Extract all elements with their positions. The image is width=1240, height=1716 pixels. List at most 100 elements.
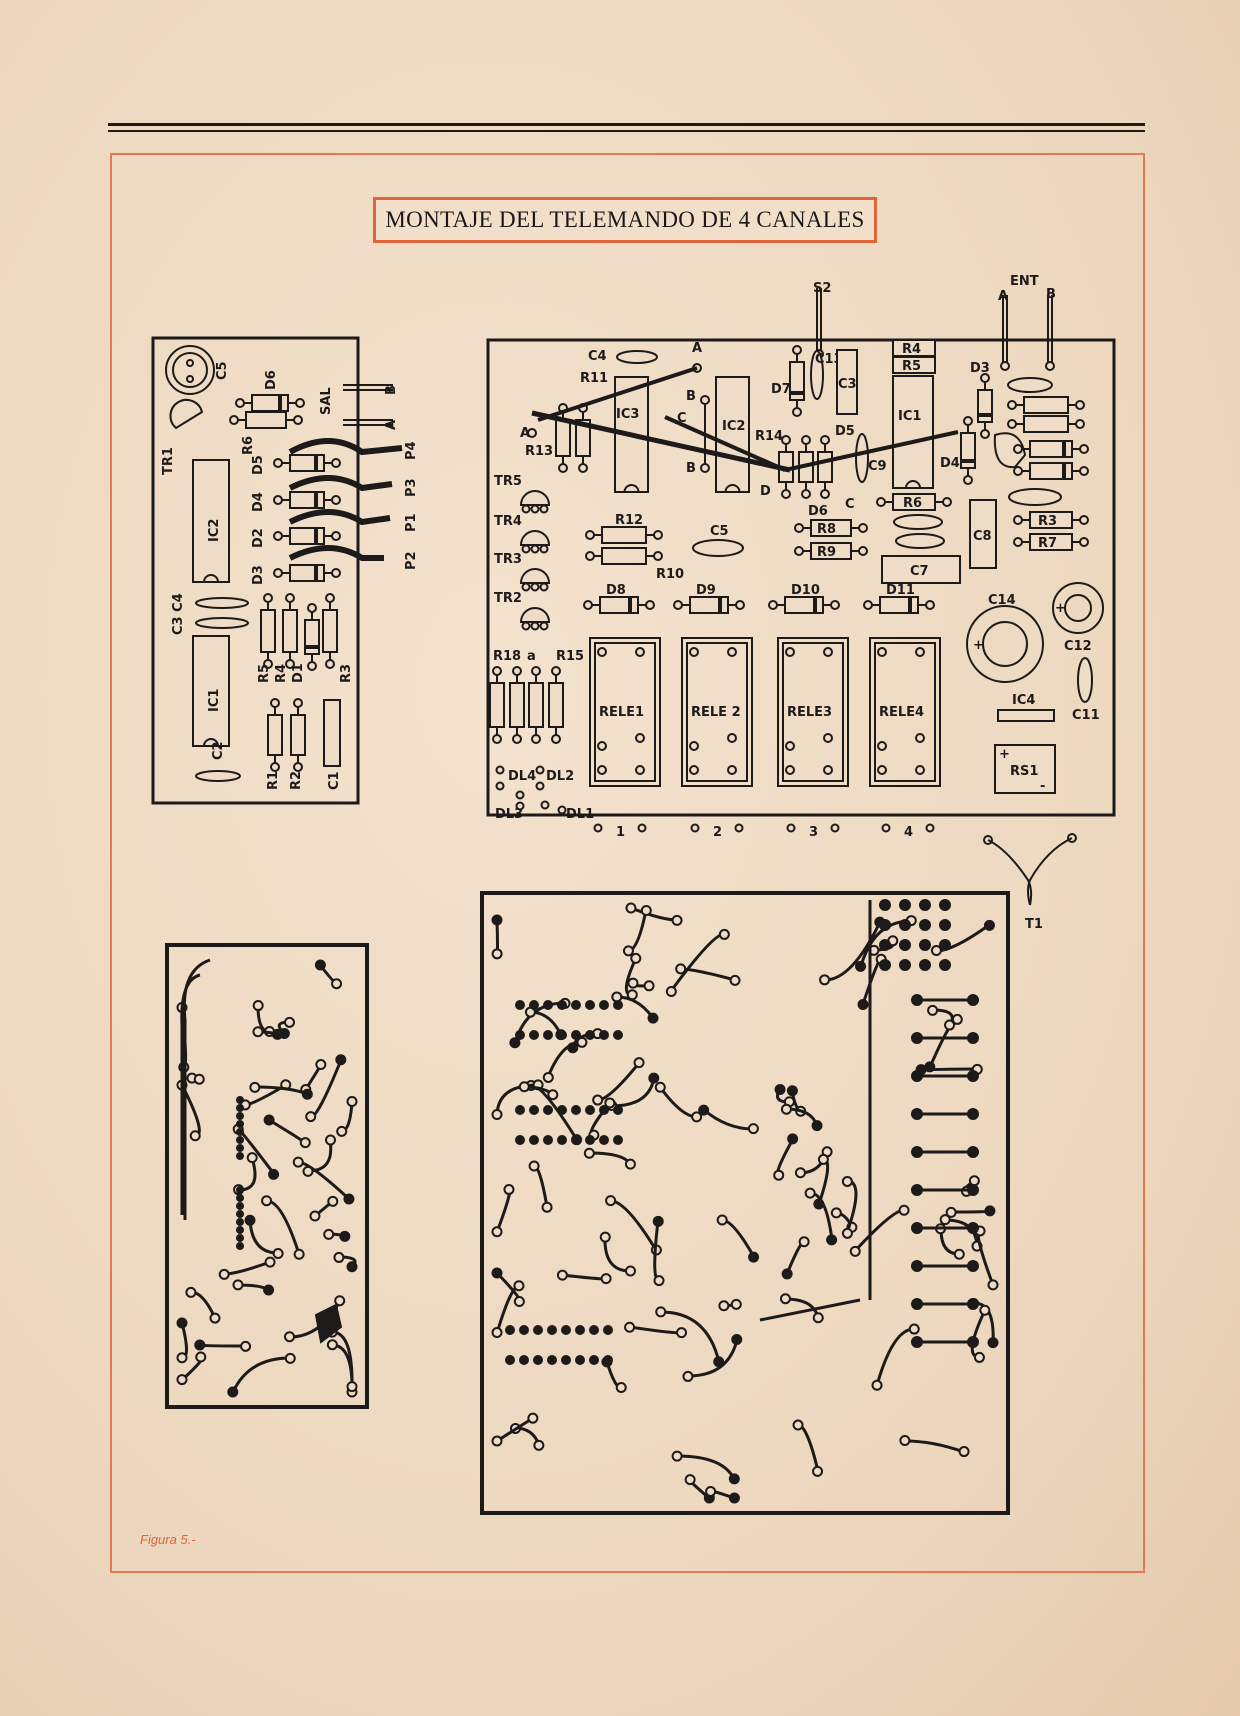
solder-pad (505, 1325, 515, 1335)
solder-pad (1013, 466, 1023, 476)
solder-pad (915, 733, 925, 743)
solder-pad (309, 1210, 321, 1222)
component-label: C5 (215, 361, 230, 380)
solder-pad (899, 899, 911, 911)
solder-pad (323, 1228, 335, 1240)
solder-pad (747, 1123, 759, 1135)
solder-pad (727, 733, 737, 743)
solder-pad (515, 790, 525, 800)
solder-pad (209, 1312, 221, 1324)
solder-pad (236, 1128, 244, 1136)
solder-pad (519, 1355, 529, 1365)
solder-pad (665, 985, 677, 997)
component-label: R2 (289, 771, 304, 790)
solder-pad (585, 530, 595, 540)
solder-pad (585, 1135, 595, 1145)
solder-pad (515, 1105, 525, 1115)
copper-trace (561, 1273, 607, 1281)
solder-pad (252, 1026, 264, 1038)
solder-pad (244, 1214, 256, 1226)
solder-pad (186, 375, 194, 383)
solder-pad (944, 1019, 956, 1031)
solder-pad (240, 1340, 252, 1352)
component-label: R6 (903, 496, 922, 511)
solder-pad (915, 765, 925, 775)
solder-pad (819, 974, 831, 986)
solder-pad (229, 415, 239, 425)
component-label: D9 (696, 583, 716, 598)
solder-pad (491, 1267, 503, 1279)
component-label: D4 (940, 456, 960, 471)
solder-pad (939, 899, 951, 911)
relay-inner (782, 642, 844, 782)
solder-pad (585, 1105, 595, 1115)
solder-pad (299, 1137, 311, 1149)
solder-pad (945, 1206, 957, 1218)
component-label: A (692, 341, 702, 356)
solder-pad (930, 945, 942, 957)
component-label: D11 (886, 583, 915, 598)
copper-trace (776, 1138, 795, 1177)
solder-pad (531, 734, 541, 744)
solder-pad (578, 463, 588, 473)
component-label: 1 (616, 825, 625, 840)
resistor (548, 682, 564, 728)
diode (689, 596, 729, 614)
solder-pad (556, 1269, 568, 1281)
solder-pad (1079, 515, 1089, 525)
component-label: D3 (251, 565, 266, 585)
solder-pad (942, 497, 952, 507)
electrolytic-capacitor (165, 345, 215, 395)
copper-trace (703, 1108, 754, 1131)
solder-pad (675, 963, 687, 975)
solder-pad (690, 823, 700, 833)
solder-pad (734, 823, 744, 833)
jumper-wire (537, 366, 698, 422)
solder-pad (622, 945, 634, 957)
solder-pad (236, 1112, 244, 1120)
diode (977, 389, 993, 423)
copper-trace (231, 1356, 291, 1393)
solder-pad (571, 1135, 581, 1145)
solder-pad (599, 1030, 609, 1040)
solder-pad (530, 544, 540, 554)
component-label: RELE3 (787, 705, 832, 720)
component-label: B (686, 461, 696, 476)
solder-pad (539, 582, 549, 592)
jumper-wire (664, 415, 786, 472)
solder-pad (713, 1356, 725, 1368)
solder-pad (1079, 444, 1089, 454)
solder-pad (781, 1268, 793, 1280)
component-label: R5 (902, 359, 921, 374)
solder-pad (263, 593, 273, 603)
solder-pad (785, 741, 795, 751)
component-label: + (1055, 601, 1066, 616)
resistor (245, 411, 287, 429)
solder-pad (529, 1030, 539, 1040)
solder-pad (558, 463, 568, 473)
component-label: TR5 (494, 474, 522, 489)
solder-pad (327, 1195, 339, 1207)
solder-pad (599, 1105, 609, 1115)
solder-pad (879, 959, 891, 971)
solder-pad (263, 1284, 275, 1296)
solder-pad (540, 800, 550, 810)
solder-pad (599, 1135, 609, 1145)
solder-pad (700, 395, 710, 405)
resistor (601, 547, 647, 565)
solder-pad (915, 647, 925, 657)
solder-pad (301, 1088, 313, 1100)
transistor (993, 432, 1027, 469)
transformer-wire (1027, 837, 1073, 906)
solder-pad (314, 959, 326, 971)
solder-pad (979, 1304, 991, 1316)
solder-pad (779, 1293, 791, 1305)
solder-pad (492, 734, 502, 744)
solder-pad (235, 398, 245, 408)
component-label: D1 (291, 663, 306, 683)
solder-pad (533, 1439, 545, 1451)
solder-pad (627, 977, 639, 989)
solder-pad (640, 904, 652, 916)
solder-pad (185, 1286, 197, 1298)
solder-pad (585, 551, 595, 561)
